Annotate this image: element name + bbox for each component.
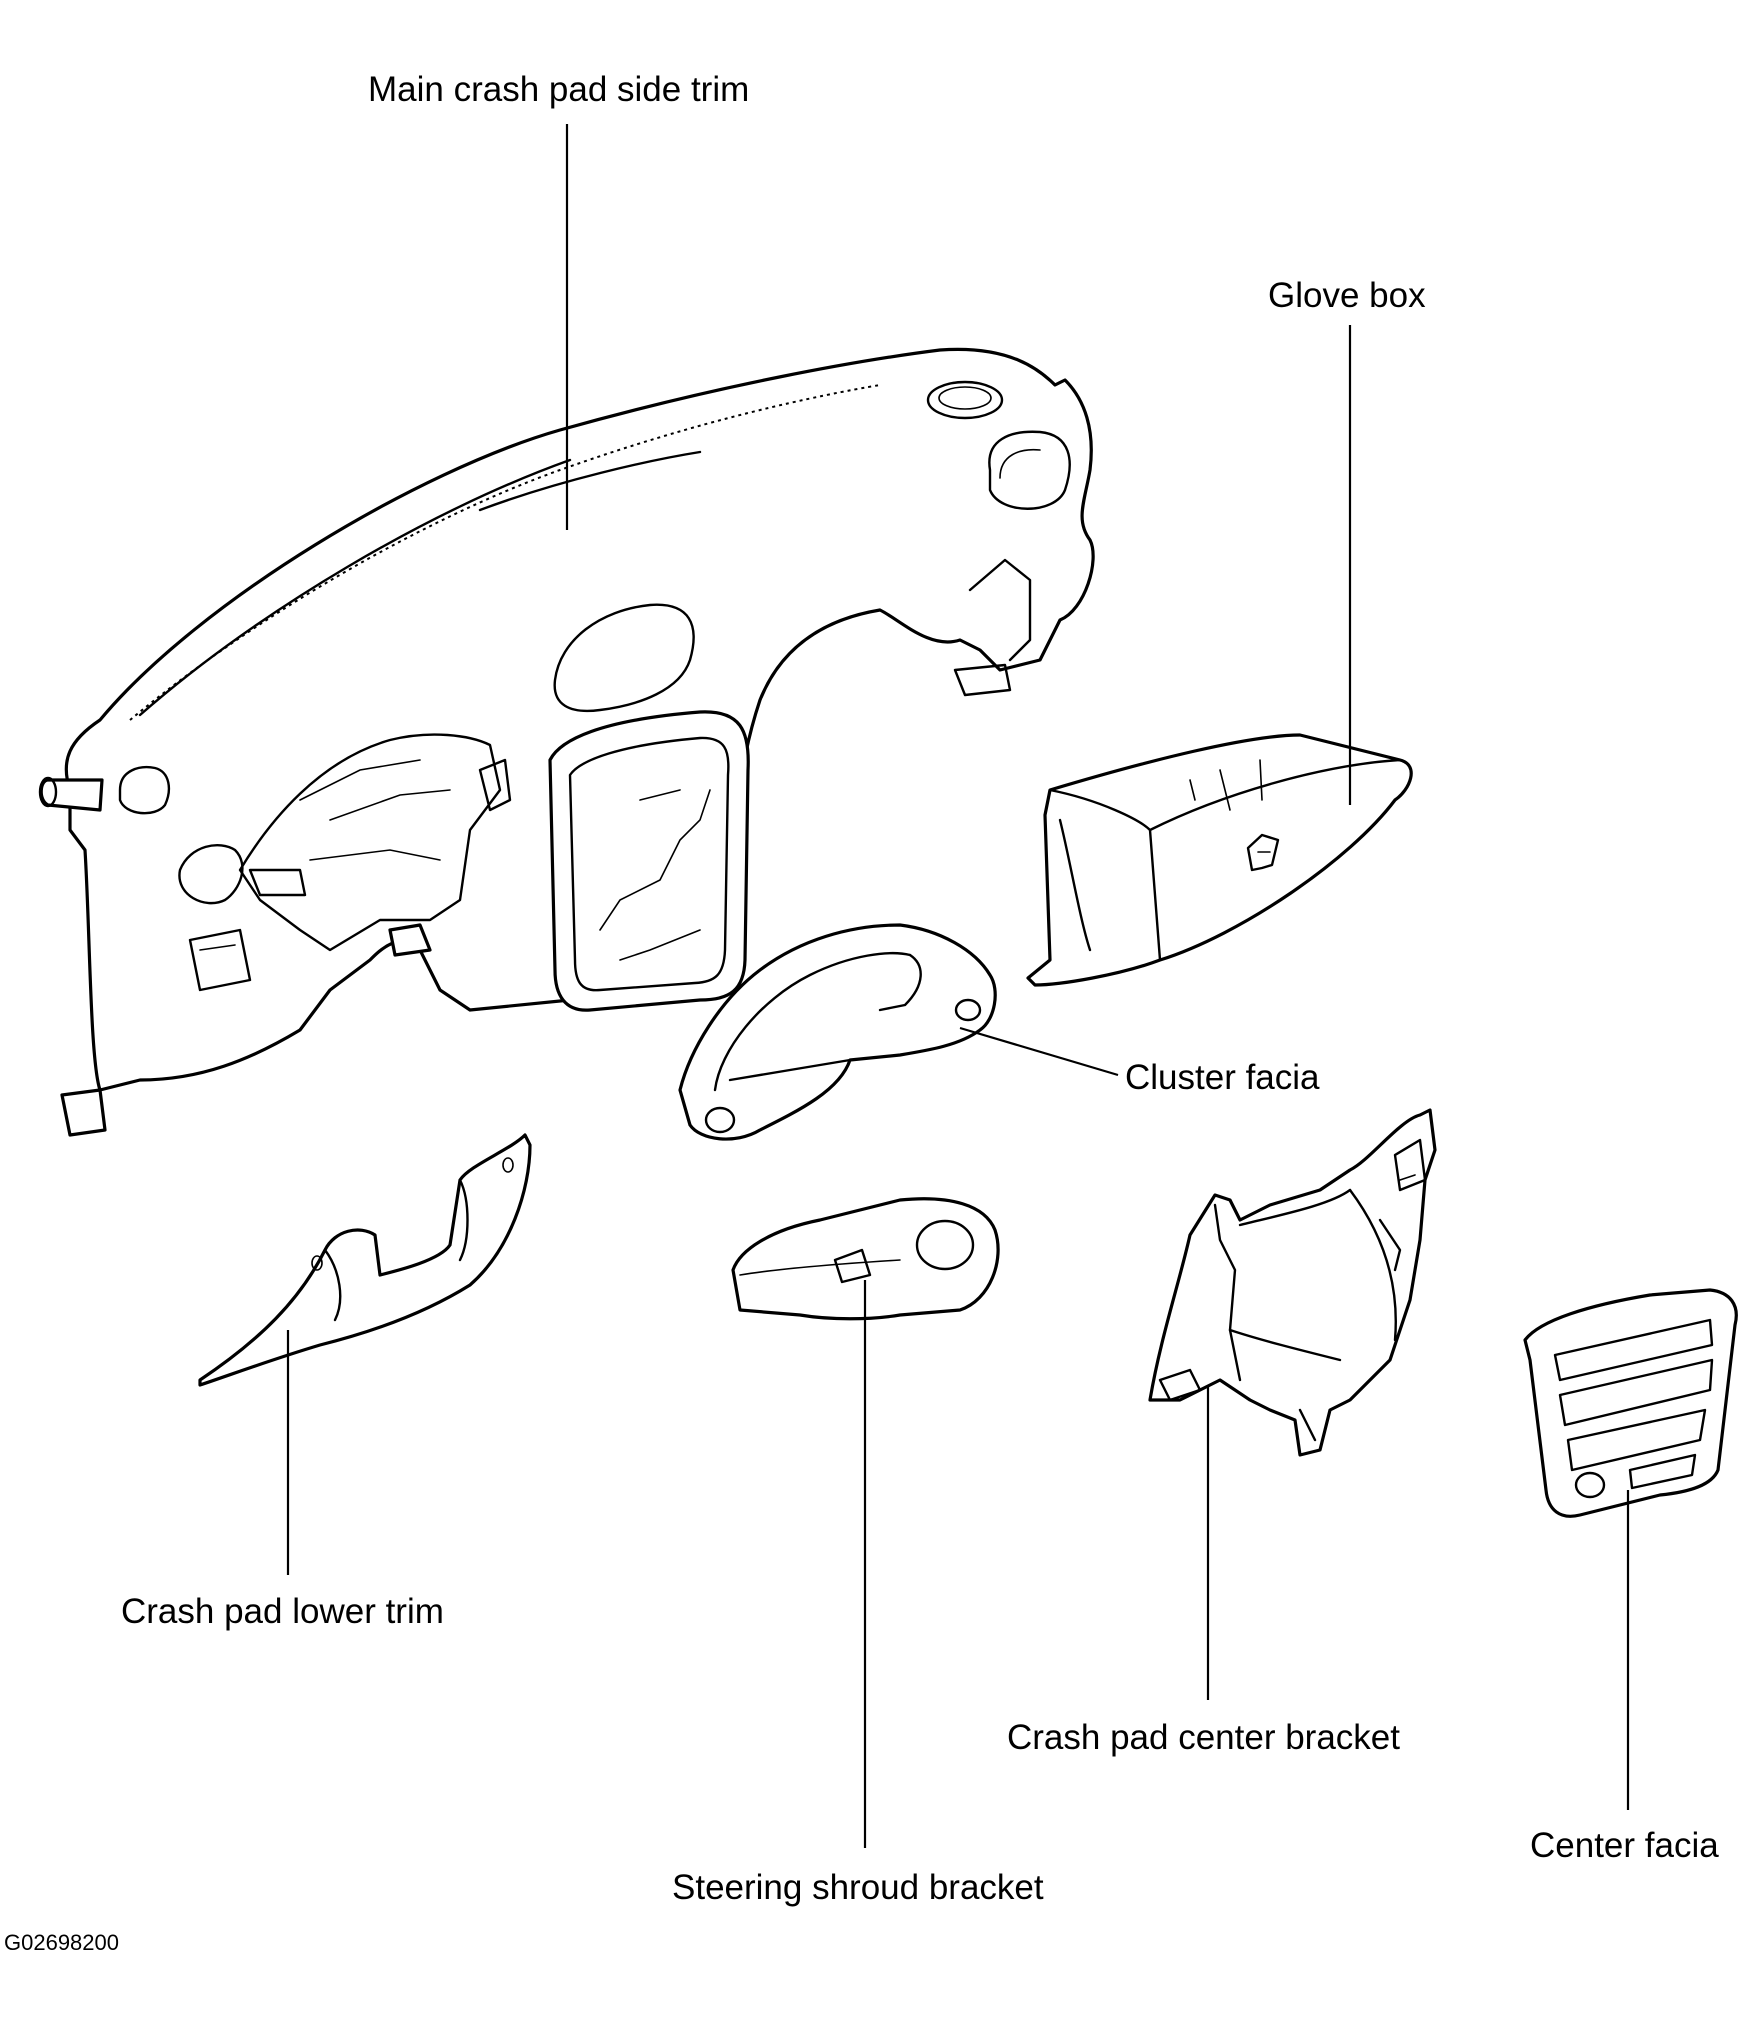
glove-box-part xyxy=(1026,733,1413,987)
center-facia-part xyxy=(1523,1288,1738,1518)
label-center-facia: Center facia xyxy=(1530,1826,1719,1865)
crash-pad-lower-trim-part xyxy=(198,1133,532,1387)
label-glove-box: Glove box xyxy=(1268,276,1426,315)
main-crash-pad-part xyxy=(38,347,1095,1137)
steering-shroud-bracket-part xyxy=(731,1197,1000,1321)
label-main-crash-pad-side-trim: Main crash pad side trim xyxy=(368,70,750,109)
label-crash-pad-center-bracket: Crash pad center bracket xyxy=(1007,1718,1400,1757)
label-cluster-facia: Cluster facia xyxy=(1125,1058,1320,1097)
figure-code: G02698200 xyxy=(4,1930,119,1955)
cluster-facia-part xyxy=(678,923,997,1141)
crash-pad-center-bracket-part xyxy=(1148,1108,1437,1457)
leader-cluster-facia xyxy=(959,1026,1119,1077)
label-crash-pad-lower-trim: Crash pad lower trim xyxy=(121,1592,444,1631)
label-steering-shroud-bracket: Steering shroud bracket xyxy=(672,1868,1044,1907)
